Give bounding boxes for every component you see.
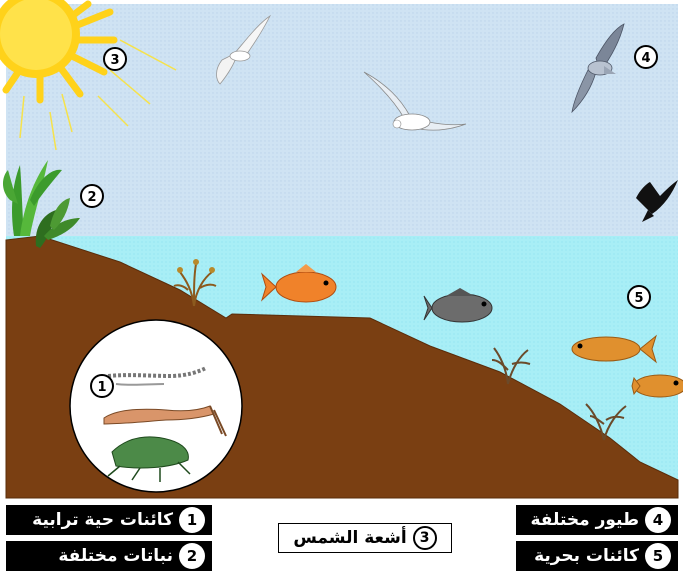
marker-3-number: 3 bbox=[110, 53, 119, 68]
marker-1: 1 bbox=[91, 375, 113, 397]
marker-2: 2 bbox=[81, 185, 103, 207]
soil-organisms-inset bbox=[70, 320, 242, 492]
legend-text-1: كائنات حية ترابية bbox=[32, 510, 173, 530]
legend-number-1: 1 bbox=[179, 507, 205, 533]
marker-5: 5 bbox=[628, 286, 650, 308]
legend-text-5: كائنات بحرية bbox=[534, 546, 639, 566]
legend-number-3: 3 bbox=[413, 526, 437, 550]
marker-5-number: 5 bbox=[634, 291, 643, 306]
marker-4: 4 bbox=[635, 46, 657, 68]
legend-text-4: طيور مختلفة bbox=[530, 510, 639, 530]
legend-text-3: أشعة الشمس bbox=[293, 528, 406, 548]
legend-item-2: 2 نباتات مختلفة bbox=[6, 541, 212, 571]
legend-text-2: نباتات مختلفة bbox=[58, 546, 173, 566]
legend-item-5: 5 كائنات بحرية bbox=[516, 541, 678, 571]
marker-2-number: 2 bbox=[87, 190, 96, 205]
legend-item-1: 1 كائنات حية ترابية bbox=[6, 505, 212, 535]
marker-1-number: 1 bbox=[97, 380, 106, 395]
legend-number-4: 4 bbox=[645, 507, 671, 533]
marker-3: 3 bbox=[104, 48, 126, 70]
marker-4-number: 4 bbox=[641, 51, 650, 66]
legend-item-4: 4 طيور مختلفة bbox=[516, 505, 678, 535]
legend-number-5: 5 bbox=[645, 543, 671, 569]
legend-number-2: 2 bbox=[179, 543, 205, 569]
legend-item-3: 3 أشعة الشمس bbox=[278, 523, 452, 553]
